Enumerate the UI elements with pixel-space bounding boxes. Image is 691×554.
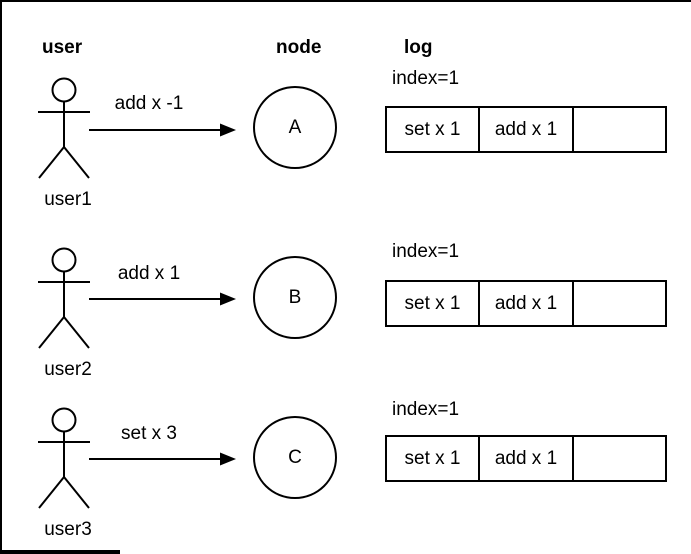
page-edge-bar [2, 550, 120, 554]
log-table: set x 1 add x 1 [385, 106, 667, 153]
user-label: user1 [44, 189, 92, 210]
node-circle: A [253, 86, 337, 169]
node-label: A [288, 116, 302, 138]
log-index-label: index=1 [392, 399, 460, 420]
stick-figure-icon [38, 407, 90, 509]
log-index-label: index=1 [392, 68, 460, 89]
log-cell: set x 1 [387, 282, 480, 325]
column-header-log: log [404, 37, 433, 58]
stick-figure-icon [38, 77, 90, 179]
log-cell: add x 1 [480, 437, 574, 480]
command-label: add x 1 [117, 263, 181, 284]
log-table: set x 1 add x 1 [385, 280, 667, 327]
user-label: user3 [44, 519, 92, 540]
log-table: set x 1 add x 1 [385, 435, 667, 482]
log-index-label: index=1 [392, 241, 460, 262]
log-cell-empty [574, 108, 665, 151]
command-label: add x -1 [114, 93, 184, 114]
node-label: B [288, 286, 302, 308]
column-header-user: user [42, 37, 83, 58]
right-arrow-icon [89, 123, 236, 137]
node-circle: C [253, 416, 337, 499]
node-label: C [288, 446, 302, 468]
log-cell: set x 1 [387, 108, 480, 151]
log-cell: add x 1 [480, 282, 574, 325]
log-cell-empty [574, 437, 665, 480]
log-cell: set x 1 [387, 437, 480, 480]
command-label: set x 3 [121, 423, 177, 444]
stick-figure-icon [38, 247, 90, 349]
column-header-node: node [276, 37, 322, 58]
user-label: user2 [44, 359, 92, 380]
node-circle: B [253, 256, 337, 339]
log-cell: add x 1 [480, 108, 574, 151]
right-arrow-icon [89, 452, 236, 466]
right-arrow-icon [89, 292, 236, 306]
log-cell-empty [574, 282, 665, 325]
